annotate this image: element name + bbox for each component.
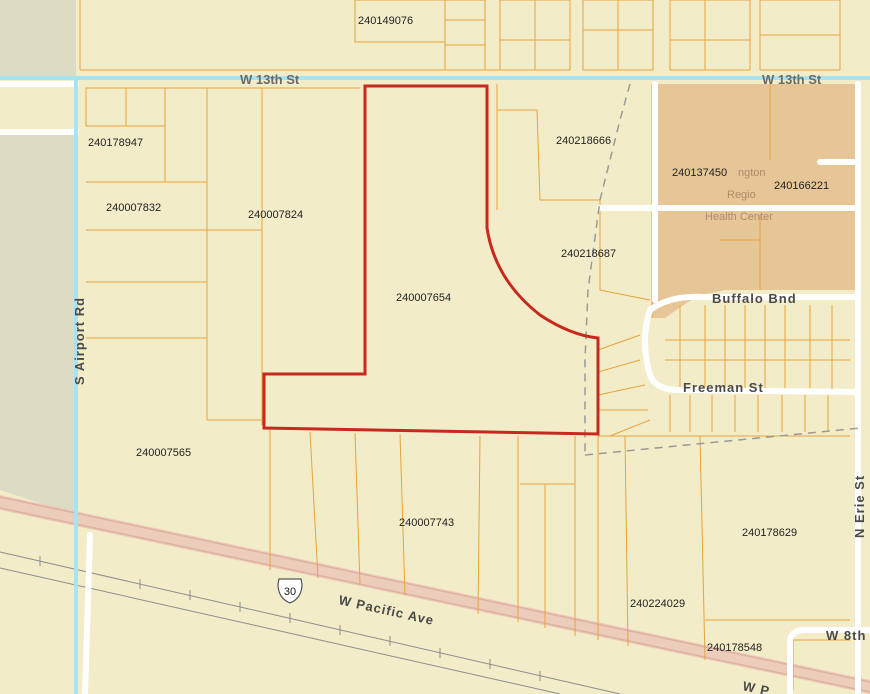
parcel-label-240218666: 240218666 [556, 135, 611, 147]
local-roads [0, 81, 870, 694]
facility-label-line3: Health Center [705, 211, 773, 223]
parcel-label-240149076: 240149076 [358, 15, 413, 27]
rail-line-2 [0, 567, 561, 694]
highway-band [0, 495, 870, 694]
parcel-label-240178548: 240178548 [707, 642, 762, 654]
street-label-bottom-right: W P [741, 678, 771, 694]
parcel-label-240137450: 240137450 [672, 167, 727, 179]
street-label-airport-rd: S Airport Rd [72, 297, 87, 385]
parcel-lines [79, 0, 850, 690]
street-label-w-13th-right: W 13th St [762, 72, 822, 87]
parcel-label-240178947: 240178947 [88, 137, 143, 149]
street-label-n-erie-st: N Erie St [852, 475, 867, 538]
parcel-label-240007832: 240007832 [106, 202, 161, 214]
parcel-label-240218687: 240218687 [561, 248, 616, 260]
selected-parcel-outline[interactable] [262, 84, 600, 436]
parcel-label-240178629: 240178629 [742, 527, 797, 539]
parcel-label-240007743: 240007743 [399, 517, 454, 529]
major-streets [0, 76, 870, 694]
us-30-shield-icon: 30 [277, 578, 303, 604]
parcel-label-240007654[interactable]: 240007654 [396, 292, 451, 304]
rail-line-1 [0, 551, 621, 694]
vacant-area-left [0, 132, 76, 515]
vacant-area-top-left [0, 0, 76, 78]
street-label-buffalo-bnd: Buffalo Bnd [712, 291, 797, 306]
boundary-dashed [584, 83, 861, 456]
facility-label-line2: Regio [727, 189, 756, 201]
hospital-area [652, 84, 856, 318]
highway-edge-north [0, 496, 870, 683]
highway-edge-south [0, 507, 870, 693]
parcel-label-240166221: 240166221 [774, 180, 829, 192]
street-label-w-8th: W 8th [826, 628, 866, 643]
street-label-w-13th-left: W 13th St [240, 72, 300, 87]
facility-label-line1: ngton [738, 167, 766, 179]
parcel-label-240007824: 240007824 [248, 209, 303, 221]
parcel-label-240224029: 240224029 [630, 598, 685, 610]
street-label-freeman-st: Freeman St [683, 380, 764, 395]
rail-ties [39, 556, 541, 681]
parcel-label-240007565: 240007565 [136, 447, 191, 459]
route-shield-number: 30 [284, 586, 296, 598]
